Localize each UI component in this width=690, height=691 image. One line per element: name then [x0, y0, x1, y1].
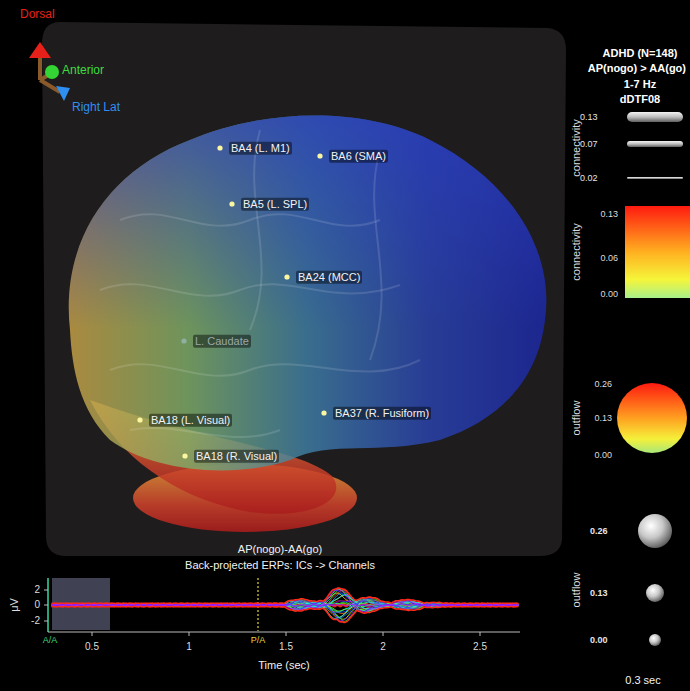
- region-label: BA18 (L. Visual): [149, 414, 232, 427]
- region-label: BA6 (SMA): [329, 150, 388, 163]
- region-label: L. Caudate: [193, 335, 251, 348]
- plot-title: AP(nogo)-AA(go): [238, 543, 322, 556]
- axis-tick: 2: [380, 641, 386, 653]
- axis-title: μV: [8, 598, 21, 612]
- legend-text: 0.07: [580, 139, 598, 149]
- axis-title: Time (sec): [258, 659, 310, 672]
- figure-heading: dDTF08: [620, 93, 660, 106]
- region-label: BA5 (L. SPL): [241, 198, 309, 211]
- region-label: BA37 (R. Fusiform): [333, 407, 431, 420]
- legend-text: 0.02: [580, 173, 598, 183]
- sphere-sample: [646, 584, 664, 602]
- axis-tick: 0.5: [85, 641, 99, 653]
- colorbar-tick: 0.00: [600, 289, 618, 299]
- region-label: BA24 (MCC): [296, 271, 362, 284]
- figure-heading: AP(nogo) > AA(go): [588, 62, 686, 75]
- axis-tick: -2: [31, 615, 40, 627]
- time-stamp: 0.3 sec: [625, 674, 660, 687]
- orientation-label: Anterior: [62, 64, 104, 78]
- event-marker: P/A: [251, 635, 266, 645]
- event-marker: A/A: [43, 635, 58, 645]
- sphere-sample: [649, 634, 661, 646]
- figure-heading: ADHD (N=148): [603, 47, 678, 60]
- colorbar-tick: 0.06: [600, 253, 618, 263]
- legend-text: 0.00: [590, 635, 608, 645]
- legend-text: 0.13: [590, 588, 608, 598]
- tube-sample: [627, 141, 683, 147]
- colorbar-tick: 0.00: [594, 450, 612, 460]
- colorbar-tick: 0.26: [594, 379, 612, 389]
- axis-tick: 2.5: [473, 641, 487, 653]
- orientation-label: Dorsal: [20, 8, 55, 22]
- axis-tick: 2: [34, 584, 40, 596]
- scale-title: outflow: [570, 401, 583, 436]
- scale-title: outflow: [570, 573, 583, 608]
- orientation-label: Right Lat: [72, 101, 120, 115]
- plot-title: Back-projected ERPs: ICs -> Channels: [185, 559, 375, 572]
- tube-sample: [627, 112, 683, 122]
- axis-tick: 0: [34, 599, 40, 611]
- region-label: BA18 (R. Visual): [194, 450, 279, 463]
- tube-sample: [627, 177, 683, 179]
- axis-tick: 1: [186, 641, 192, 653]
- legend-text: 0.26: [590, 526, 608, 536]
- region-label: BA4 (L. M1): [229, 142, 292, 155]
- scale-title: connectivity: [570, 223, 583, 280]
- figure-heading: 1-7 Hz: [624, 78, 656, 91]
- axis-tick: 1.5: [279, 641, 293, 653]
- colorbar-tick: 0.13: [594, 413, 612, 423]
- sphere-sample: [638, 514, 672, 548]
- legend-text: 0.13: [580, 112, 598, 122]
- colorbar-tick: 0.13: [600, 209, 618, 219]
